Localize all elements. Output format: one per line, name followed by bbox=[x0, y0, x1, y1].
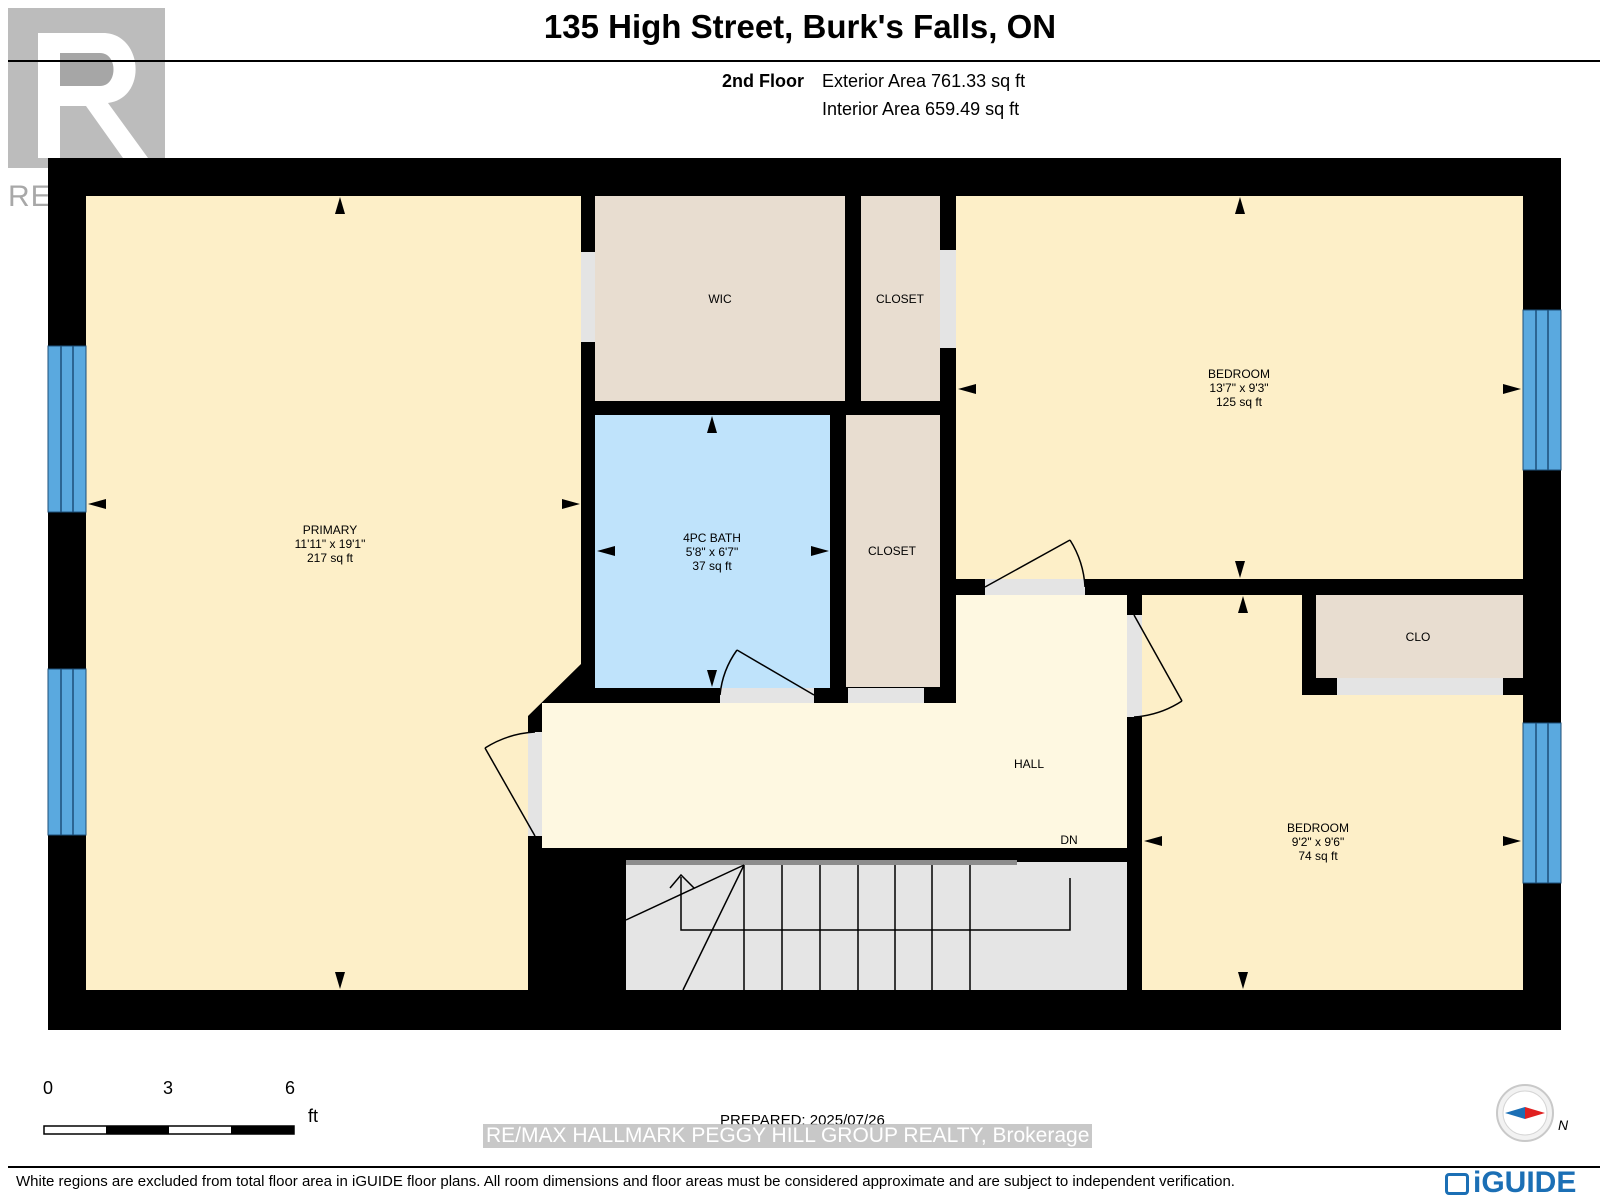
bath-dims: 5'8" x 6'7" bbox=[686, 545, 738, 559]
closet-top-name: CLOSET bbox=[876, 292, 925, 306]
hall-name: HALL bbox=[1014, 757, 1044, 771]
footer-divider bbox=[8, 1166, 1600, 1168]
disclaimer: White regions are excluded from total fl… bbox=[16, 1173, 1235, 1190]
dimension-arrows bbox=[88, 197, 1521, 989]
bath-name: 4PC BATH bbox=[683, 531, 741, 545]
stairs-label: DN bbox=[1060, 833, 1077, 847]
bedroom-1-name: BEDROOM bbox=[1208, 367, 1270, 381]
bedroom-2-name: BEDROOM bbox=[1287, 821, 1349, 835]
room-hall bbox=[542, 595, 1127, 848]
door-openings bbox=[528, 250, 1503, 836]
room-bedroom-1 bbox=[956, 196, 1523, 579]
primary-name: PRIMARY bbox=[303, 523, 357, 537]
scale-unit: ft bbox=[308, 1106, 319, 1126]
compass-icon bbox=[1496, 1084, 1554, 1142]
room-closet-mid bbox=[846, 415, 940, 687]
page-title: 135 High Street, Burk's Falls, ON bbox=[543, 8, 1057, 45]
bath-area: 37 sq ft bbox=[692, 559, 732, 573]
scale-tick-0: 0 bbox=[43, 1078, 54, 1098]
stair-treads bbox=[625, 864, 1071, 991]
bedroom-2-dims: 9'2" x 9'6" bbox=[1292, 835, 1344, 849]
floor-plan: PRIMARY 11'11" x 19'1" 217 sq ft WIC CLO… bbox=[47, 158, 1562, 1030]
bedroom-2-area: 74 sq ft bbox=[1298, 849, 1338, 863]
bedroom-1-area: 125 sq ft bbox=[1216, 395, 1263, 409]
wic-name: WIC bbox=[708, 292, 732, 306]
floor-label: 2nd Floor bbox=[722, 71, 804, 91]
room-closet-top bbox=[861, 196, 940, 401]
compass-north-label: N bbox=[1558, 1117, 1569, 1133]
room-bedroom-2 bbox=[1142, 595, 1523, 990]
closet-mid-name: CLOSET bbox=[868, 544, 917, 558]
primary-dims: 11'11" x 19'1" bbox=[295, 537, 366, 551]
room-wic bbox=[595, 196, 845, 401]
scale-tick-6: 6 bbox=[285, 1078, 296, 1098]
title-divider bbox=[8, 60, 1600, 62]
interior-area: Interior Area 659.49 sq ft bbox=[822, 99, 1020, 119]
iguide-logo-icon bbox=[1445, 1173, 1469, 1195]
exterior-area: Exterior Area 761.33 sq ft bbox=[822, 71, 1026, 91]
stair-rail bbox=[626, 860, 1017, 865]
scale-bar bbox=[43, 1125, 295, 1135]
room-stairs bbox=[626, 862, 1127, 990]
window-mullions bbox=[60, 310, 1549, 883]
room-bath bbox=[595, 415, 830, 688]
bedroom-1-dims: 13'7" x 9'3" bbox=[1209, 381, 1268, 395]
windows bbox=[47, 309, 1562, 884]
room-clo bbox=[1316, 595, 1523, 678]
room-primary bbox=[86, 196, 581, 990]
scale-tick-3: 3 bbox=[163, 1078, 174, 1098]
door-swings bbox=[484, 539, 1183, 837]
iguide-logo: iGUIDE bbox=[1445, 1166, 1576, 1200]
brokerage-watermark: RE/MAX HALLMARK PEGGY HILL GROUP REALTY,… bbox=[483, 1124, 1093, 1148]
clo-name: CLO bbox=[1406, 630, 1431, 644]
iguide-brand: iGUIDE bbox=[1473, 1166, 1577, 1199]
primary-area: 217 sq ft bbox=[307, 551, 354, 565]
